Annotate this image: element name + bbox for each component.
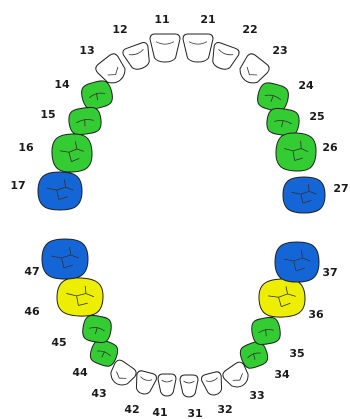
tooth-label-42: 42 xyxy=(124,403,139,416)
tooth-27 xyxy=(283,177,325,213)
tooth-label-32: 32 xyxy=(217,403,232,416)
tooth-26 xyxy=(275,132,317,172)
tooth-37-crown xyxy=(275,242,319,282)
tooth-32 xyxy=(200,371,225,397)
tooth-label-25: 25 xyxy=(309,110,324,123)
tooth-label-23: 23 xyxy=(272,44,287,57)
tooth-label-44: 44 xyxy=(72,366,88,379)
tooth-11 xyxy=(150,34,180,62)
tooth-12 xyxy=(122,41,155,72)
tooth-35 xyxy=(250,316,282,346)
tooth-46-crown xyxy=(56,277,104,317)
tooth-31-crown xyxy=(180,375,198,397)
tooth-label-24: 24 xyxy=(298,79,314,92)
tooth-label-35: 35 xyxy=(289,347,304,360)
tooth-label-45: 45 xyxy=(51,336,66,349)
tooth-37 xyxy=(275,242,319,282)
tooth-12-crown xyxy=(122,41,155,72)
tooth-47 xyxy=(42,239,88,279)
tooth-17 xyxy=(38,172,82,210)
tooth-15 xyxy=(67,106,102,136)
tooth-label-43: 43 xyxy=(91,387,106,400)
tooth-label-11: 11 xyxy=(154,13,169,26)
tooth-41-crown xyxy=(158,374,176,396)
tooth-22 xyxy=(208,41,241,72)
tooth-16 xyxy=(51,133,93,173)
tooth-46 xyxy=(56,277,104,317)
tooth-22-crown xyxy=(208,41,241,72)
tooth-36-crown xyxy=(258,278,306,318)
tooth-label-26: 26 xyxy=(322,141,338,154)
tooth-label-47: 47 xyxy=(24,265,39,278)
tooth-label-13: 13 xyxy=(79,44,94,57)
tooth-label-17: 17 xyxy=(10,179,25,192)
tooth-16-crown xyxy=(51,133,93,173)
tooth-24 xyxy=(255,81,291,114)
tooth-label-22: 22 xyxy=(242,23,257,36)
tooth-36 xyxy=(258,278,306,318)
tooth-17-crown xyxy=(38,172,82,210)
tooth-label-36: 36 xyxy=(308,308,324,321)
teeth-layer xyxy=(38,34,325,397)
tooth-26-crown xyxy=(275,132,317,172)
labels-layer: 11 12 13 14 15 16 17 21 22 23 24 25 26 27 31 32 33 34 35 36… xyxy=(10,13,348,419)
tooth-21 xyxy=(183,34,213,62)
tooth-21-crown xyxy=(183,34,213,62)
tooth-32-crown xyxy=(200,371,225,397)
tooth-label-31: 31 xyxy=(187,407,202,419)
tooth-11-crown xyxy=(150,34,180,62)
tooth-label-33: 33 xyxy=(249,389,264,402)
tooth-label-27: 27 xyxy=(333,182,348,195)
tooth-label-12: 12 xyxy=(112,23,127,36)
tooth-label-15: 15 xyxy=(40,108,55,121)
tooth-45 xyxy=(81,314,113,344)
tooth-label-41: 41 xyxy=(152,406,167,419)
tooth-label-46: 46 xyxy=(24,305,40,318)
tooth-31 xyxy=(180,375,198,397)
tooth-41 xyxy=(158,374,176,396)
tooth-47-crown xyxy=(42,239,88,279)
tooth-14 xyxy=(79,79,115,112)
tooth-label-34: 34 xyxy=(274,368,290,381)
tooth-27-crown xyxy=(283,177,325,213)
tooth-label-14: 14 xyxy=(54,78,70,91)
tooth-label-16: 16 xyxy=(18,141,34,154)
tooth-label-21: 21 xyxy=(200,13,215,26)
tooth-label-37: 37 xyxy=(322,266,337,279)
